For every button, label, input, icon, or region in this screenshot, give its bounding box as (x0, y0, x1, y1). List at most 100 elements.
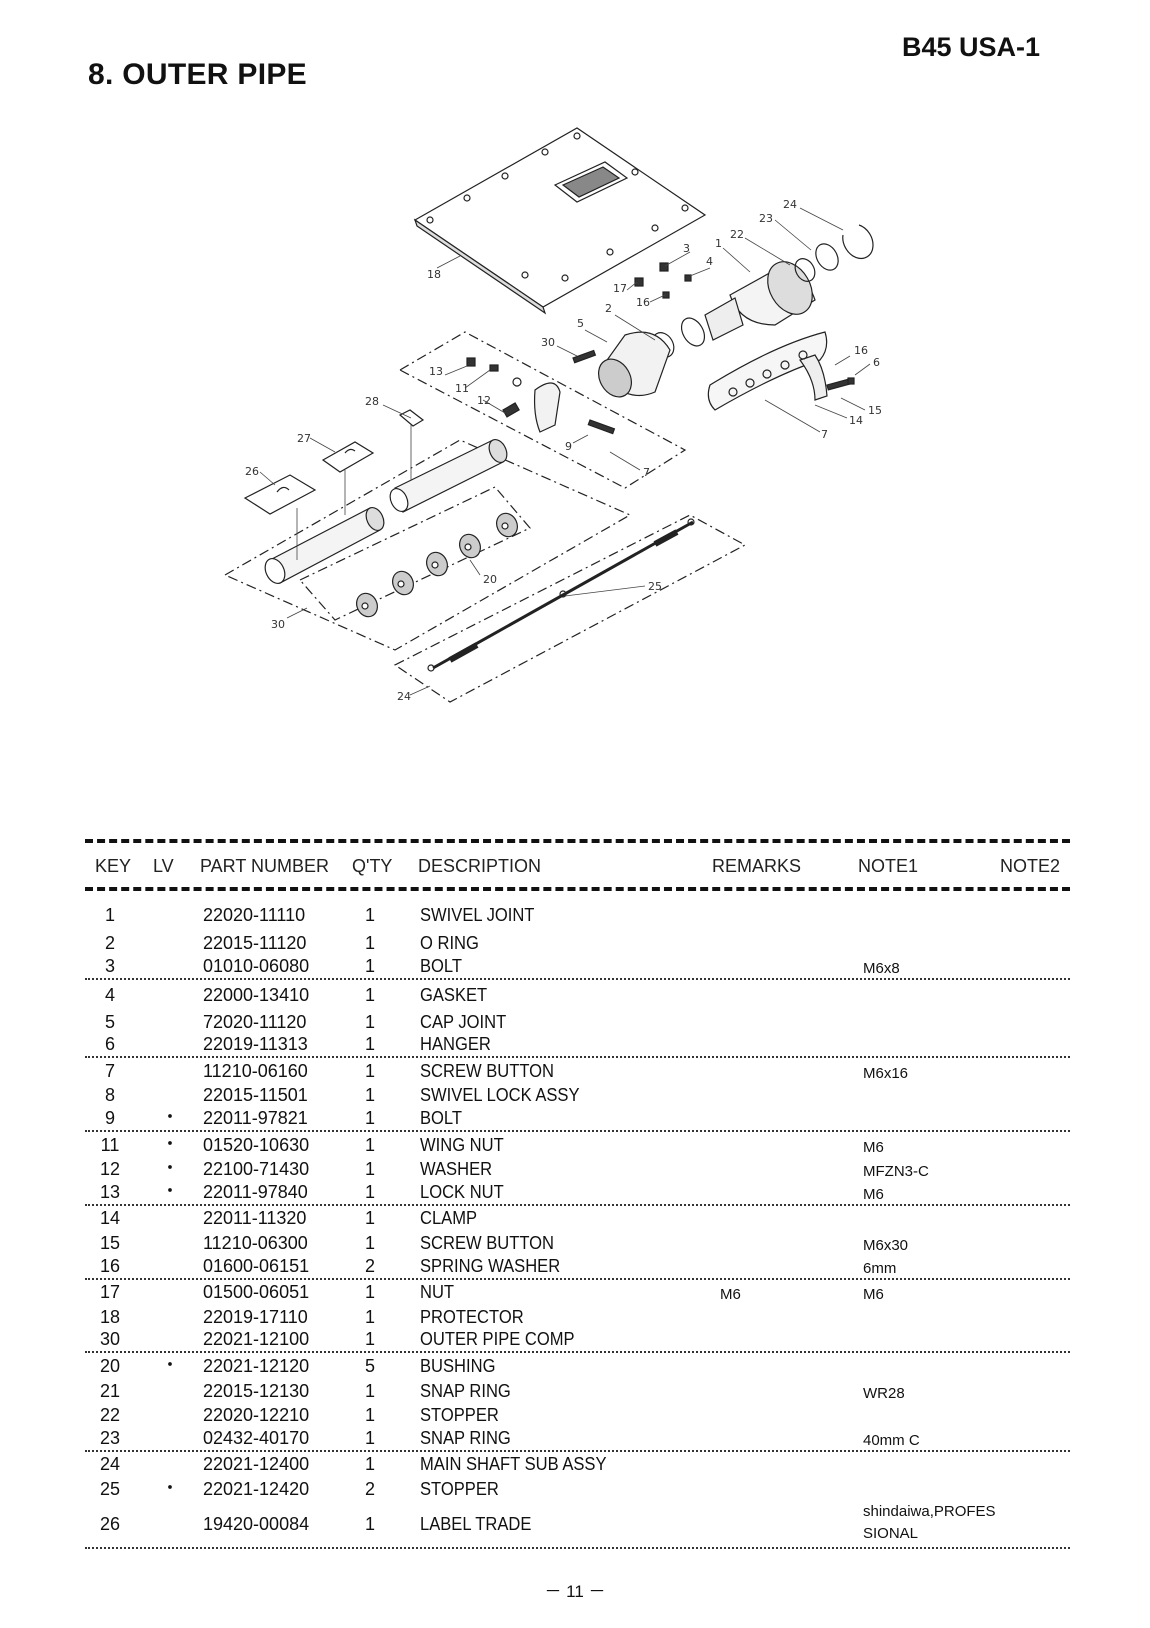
section-title: 8. OUTER PIPE (88, 58, 307, 91)
quantity-cell: 1 (364, 905, 375, 925)
part-number-cell: 22019-11313 (203, 1034, 308, 1055)
note1-cell: M6 (863, 1286, 884, 1304)
callout-26: 26 (245, 465, 259, 478)
quantity-cell: 1 (364, 1107, 375, 1128)
part-number-cell: 22021-12420 (203, 1478, 310, 1499)
note1-cell: M6x16 (863, 1064, 909, 1082)
description-cell: SWIVEL LOCK ASSY (420, 1085, 580, 1106)
key-cell: 6 (104, 1034, 115, 1055)
description-cell: STOPPER (420, 1405, 499, 1426)
key-cell: 15 (99, 1232, 121, 1253)
callout-4: 4 (706, 255, 713, 268)
outer-pipe-box (223, 439, 632, 651)
part-number-cell: 22015-12130 (203, 1380, 310, 1401)
table-top-rule (85, 839, 1070, 843)
col-note2: NOTE2 (1000, 856, 1061, 876)
model-code: B45 USA-1 (902, 32, 1041, 62)
callout-27: 27 (297, 432, 311, 445)
key-cell: 13 (99, 1181, 121, 1202)
key-cell: 30 (99, 1329, 121, 1350)
callout-23: 24 (783, 198, 797, 211)
description-cell: HANGER (420, 1034, 491, 1055)
table-row: 15 11210-06300 1 SCREW BUTTON M6x30 (85, 1230, 1070, 1255)
level-cell: ･ (165, 1106, 175, 1127)
description-cell: SNAP RING (420, 1427, 511, 1448)
part-number-cell: 22100-71430 (203, 1159, 310, 1180)
callout-22: 23 (759, 212, 773, 225)
key-cell: 14 (99, 1208, 121, 1229)
key-cell: 26 (99, 1513, 121, 1534)
description-cell: NUT (420, 1282, 455, 1303)
quantity-cell: 1 (364, 933, 375, 953)
leader-lines (259, 207, 871, 696)
key-cell: 22 (99, 1405, 121, 1426)
callout-29: 30 (541, 336, 555, 349)
callout-7: 6 (873, 356, 880, 369)
part-number-cell: 22021-12100 (203, 1329, 310, 1350)
key-cell: 2 (104, 933, 115, 953)
table-row: 2 22015-11120 1 O RING (85, 927, 1070, 955)
description-cell: SPRING WASHER (420, 1255, 561, 1276)
cap-joint (598, 331, 671, 398)
key-cell: 7 (104, 1060, 115, 1081)
description-cell: BOLT (420, 955, 463, 976)
key-cell: 21 (99, 1380, 121, 1401)
callout-1: 1 (715, 237, 722, 250)
callout-2: 2 (605, 302, 612, 315)
callout-30: 30 (271, 618, 285, 631)
note1-cell: M6x30 (863, 1236, 909, 1254)
description-cell: SNAP RING (420, 1380, 511, 1401)
page-number: － 11 － (544, 1582, 606, 1601)
quantity-cell: 1 (364, 1454, 375, 1475)
quantity-cell: 1 (364, 1208, 375, 1229)
callout-16a: 16 (636, 296, 650, 309)
col-remarks: REMARKS (712, 856, 802, 876)
quantity-cell: 1 (364, 1060, 375, 1081)
description-cell: O RING (420, 933, 479, 953)
table-header-rule (85, 887, 1070, 891)
level-cell: ･ (165, 1477, 175, 1498)
description-cell: CLAMP (420, 1208, 478, 1229)
key-cell: 25 (99, 1478, 121, 1499)
part-number-cell: 22000-13410 (203, 984, 310, 1005)
swivel-joint (680, 261, 816, 347)
part-number-cell: 01500-06051 (203, 1282, 310, 1303)
callout-12: 12 (477, 394, 491, 407)
part-number-cell: 19420-00084 (203, 1513, 310, 1534)
callout-17: 17 (613, 282, 627, 295)
callout-5: 5 (577, 317, 584, 330)
part-number-cell: 22015-11120 (203, 933, 307, 953)
bushing-box (299, 486, 531, 621)
quantity-cell: 1 (364, 1380, 375, 1401)
key-cell: 24 (99, 1454, 121, 1475)
part-number-cell: 22021-12400 (203, 1454, 310, 1475)
part-number-cell: 11210-06300 (203, 1232, 308, 1253)
quantity-cell: 1 (364, 984, 375, 1005)
labels (243, 409, 425, 515)
description-cell: SCREW BUTTON (420, 1232, 555, 1253)
note1-cell: 6mm (863, 1259, 897, 1277)
description-cell: WING NUT (420, 1134, 504, 1155)
fasteners (466, 262, 855, 435)
quantity-cell: 1 (364, 1232, 375, 1253)
part-number-cell: 72020-11120 (203, 1011, 307, 1032)
note1-cell: M6x8 (863, 959, 900, 977)
quantity-cell: 5 (364, 1355, 375, 1376)
key-cell: 1 (104, 905, 115, 925)
quantity-cell: 1 (364, 1329, 375, 1350)
col-description: DESCRIPTION (418, 856, 542, 876)
level-cell: ･ (165, 1158, 175, 1179)
